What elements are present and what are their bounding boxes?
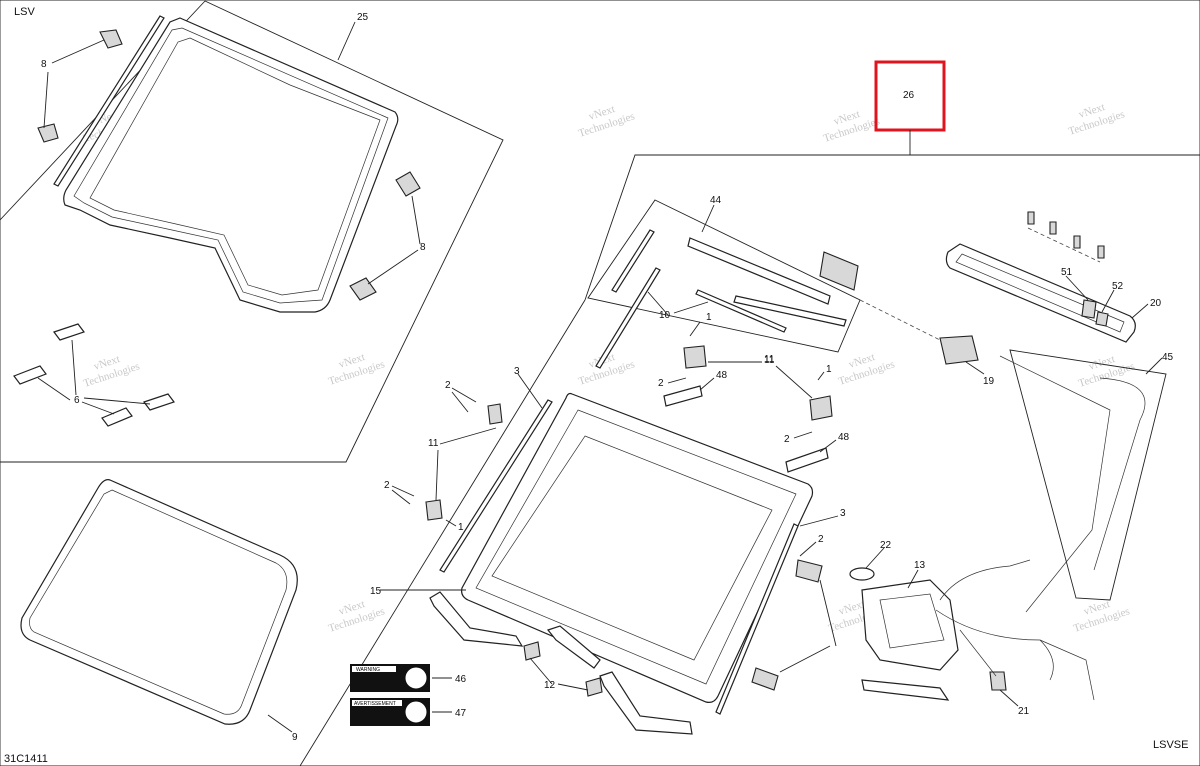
seal-strip	[53, 15, 165, 187]
callout-2: 2	[784, 434, 790, 445]
callout-6: 6	[74, 395, 80, 406]
pad-6-group	[13, 323, 175, 427]
drawing-number: 31C1411	[4, 753, 48, 765]
callout-48: 48	[716, 370, 728, 381]
callout-52: 52	[1112, 281, 1124, 292]
callout-21: 21	[1018, 706, 1030, 717]
corner-label-lsvse: LSVSE	[1153, 739, 1188, 751]
harness-frame-45	[1009, 349, 1167, 601]
avertissement-label-title: AVERTISSEMENT	[354, 701, 396, 707]
callout-22: 22	[880, 540, 892, 551]
warning-label-46: WARNING	[350, 664, 430, 692]
callout-1: 1	[826, 364, 832, 375]
callout-20: 20	[1150, 298, 1162, 309]
callout-19: 19	[983, 376, 995, 387]
clip	[37, 123, 59, 143]
callout-13: 13	[914, 560, 926, 571]
callout-46: 46	[455, 674, 467, 685]
rivets	[1027, 211, 1105, 263]
plate-48	[785, 447, 829, 473]
callout-1: 1	[706, 312, 712, 323]
callout-10: 10	[659, 310, 671, 321]
callout-11: 11	[764, 355, 775, 366]
callout-45: 45	[1162, 352, 1174, 363]
windshield-frame-15	[461, 392, 814, 703]
washer-reservoir-13	[849, 567, 959, 701]
callout-44: 44	[710, 195, 722, 206]
callout-26: 26	[903, 90, 915, 101]
trim-3-right	[715, 523, 799, 715]
lsvse-panel-left-edge	[299, 299, 586, 766]
callout-11: 11	[764, 354, 775, 365]
bracket-11-left	[667, 321, 762, 384]
callout-48: 48	[838, 432, 850, 443]
callout-25: 25	[357, 12, 369, 23]
hinge-right	[751, 541, 837, 691]
seal-9	[20, 479, 298, 725]
hinge-left-upper	[451, 387, 503, 425]
harness-45	[999, 355, 1111, 613]
callout-3: 3	[840, 508, 846, 519]
callout-8: 8	[41, 59, 47, 70]
callout-2: 2	[658, 378, 664, 389]
wire-harness	[939, 559, 1031, 601]
wiper-assembly-frame	[587, 199, 861, 353]
washer-pump-21	[989, 671, 1019, 707]
seal-pieces-12	[429, 591, 693, 735]
callout-8: 8	[420, 242, 426, 253]
warning-label-title: WARNING	[356, 667, 380, 673]
callout-9: 9	[292, 732, 298, 743]
bracket-11-right	[775, 365, 833, 439]
callout-1: 1	[458, 522, 464, 533]
light-bar-20	[945, 243, 1136, 343]
callout-2: 2	[445, 380, 451, 391]
callout-51: 51	[1061, 267, 1073, 278]
wiper-linkage	[611, 229, 859, 327]
callout-47: 47	[455, 708, 467, 719]
callout-12: 12	[544, 680, 556, 691]
windshield-25	[63, 17, 399, 313]
warning-label-47: AVERTISSEMENT	[350, 698, 430, 726]
callout-11: 11	[428, 438, 439, 449]
callout-2: 2	[384, 480, 390, 491]
wiper-blade-10	[595, 267, 787, 369]
lsvse-panel-top-edge	[584, 154, 1200, 301]
wiper-motor-19	[939, 335, 985, 375]
hinge-left-lower	[391, 485, 457, 527]
callout-3: 3	[514, 366, 520, 377]
callout-15: 15	[370, 586, 382, 597]
callout-2: 2	[818, 534, 824, 545]
clip	[395, 171, 421, 197]
clip	[99, 29, 123, 49]
clip-8-group	[37, 29, 421, 301]
corner-label-lsv: LSV	[14, 6, 35, 18]
reservoir-cap-22	[849, 567, 875, 581]
plate-48	[663, 385, 703, 407]
trim-3-left	[439, 399, 553, 573]
